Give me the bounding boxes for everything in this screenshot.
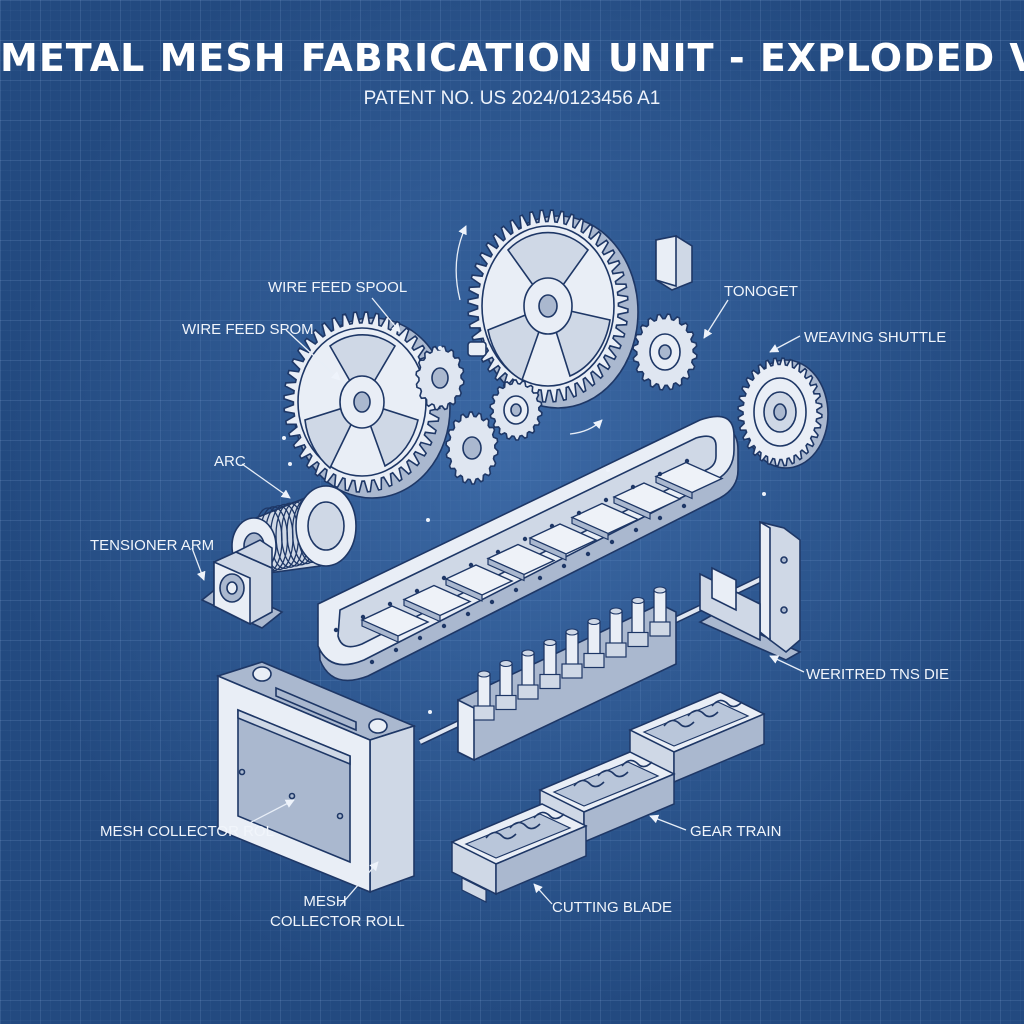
tensioner-arm-block: [200, 539, 284, 629]
collector-frame: [215, 661, 417, 894]
die-block-right: [628, 691, 766, 791]
rotation-arrow-top: [455, 225, 467, 301]
label-tonoget: TONOGET: [724, 283, 798, 300]
label-wire-feed-spool: WIRE FEED SPOOL: [268, 279, 408, 296]
label-wire-feed-spom: WIRE FEED SPOM: [182, 321, 314, 338]
small-block: [655, 235, 693, 291]
mesh-frame-tray: [317, 415, 739, 682]
leader-lines: [191, 297, 805, 907]
label-tensioner-arm: TENSIONER ARM: [90, 537, 215, 554]
label-gear-train: GEAR TRAIN: [690, 823, 782, 840]
label-mesh-line1: MESH: [303, 893, 347, 910]
die-block-left: [450, 803, 588, 903]
label-arc: ARC: [214, 453, 246, 470]
small-gear-cluster: [415, 313, 698, 485]
label-mesh-collector-rol: MESH COLLECTOR ROL: [100, 823, 274, 840]
label-mesh-collector-roll: MESH COLLECTOR ROLL: [270, 892, 405, 932]
end-bracket: [698, 520, 802, 661]
weaving-shuttle-gear: [737, 357, 829, 469]
label-weaving-shuttle: WEAVING SHUTTLE: [804, 329, 947, 346]
label-weritred-tns-die: WERITRED TNS DIE: [806, 666, 950, 683]
patent-number: PATENT NO. US 2024/0123456 A1: [363, 88, 661, 109]
sparkle-dots: [282, 346, 766, 714]
label-cutting-blade: CUTTING BLADE: [552, 899, 673, 916]
die-block-middle: [538, 751, 676, 851]
label-mesh-line2: COLLECTOR ROLL: [270, 913, 405, 930]
large-gear-top: [467, 209, 639, 409]
rotation-arrow-bottom: [569, 419, 603, 435]
diagram-title: METAL MESH FABRICATION UNIT - EXPLODED V…: [0, 36, 1024, 80]
